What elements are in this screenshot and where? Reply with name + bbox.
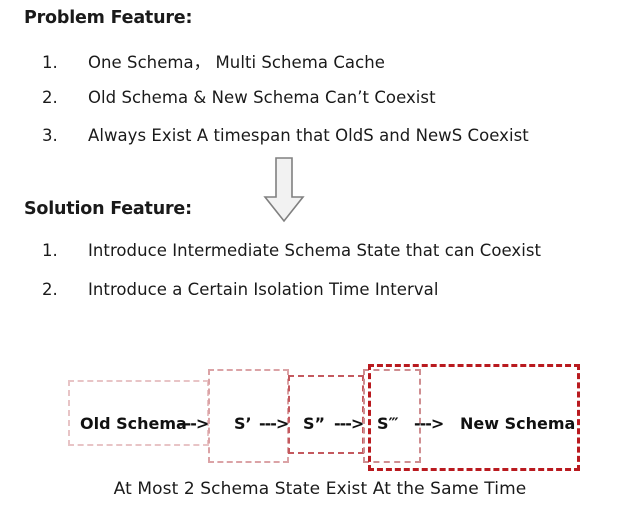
list-item-number: 2.	[42, 88, 58, 107]
s3-label: S‴	[377, 414, 399, 433]
arrow-1: --->	[179, 414, 209, 433]
list-item: 2. Introduce a Certain Isolation Time Int…	[42, 280, 438, 304]
list-item: 3. Always Exist A timespan that OldS and …	[42, 126, 529, 150]
schema-transition-diagram: Old Schema--->S’--->S”--->S‴--->New Sche…	[0, 350, 640, 480]
schema-flow-row: Old Schema--->S’--->S”--->S‴--->New Sche…	[0, 412, 640, 436]
list-item-number: 2.	[42, 280, 58, 299]
s3-box	[363, 369, 421, 463]
old-schema-label: Old Schema	[80, 414, 187, 433]
list-item: 1. One Schema， Multi Schema Cache	[42, 49, 385, 73]
list-item: 2. Old Schema & New Schema Can’t Coexist	[42, 88, 436, 112]
diagram-caption: At Most 2 Schema State Exist At the Same…	[113, 479, 527, 499]
arrow-4: --->	[414, 414, 444, 433]
list-item-number: 1.	[42, 241, 58, 260]
list-item: 1. Introduce Intermediate Schema State th…	[42, 241, 541, 265]
list-item-text: One Schema， Multi Schema Cache	[88, 53, 385, 72]
list-item-text: Old Schema & New Schema Can’t Coexist	[88, 88, 436, 107]
list-item-text: Always Exist A timespan that OldS and Ne…	[88, 126, 529, 145]
list-item-text: Introduce Intermediate Schema State that…	[88, 241, 542, 260]
new-schema-box	[368, 364, 580, 471]
arrow-2: --->	[259, 414, 289, 433]
list-item-number: 1.	[42, 53, 58, 72]
s1-label: S’	[234, 414, 252, 433]
problem-feature-heading: Problem Feature:	[24, 8, 193, 28]
arrow-down-icon	[263, 157, 305, 223]
new-schema-label: New Schema	[460, 414, 576, 433]
solution-feature-heading: Solution Feature:	[24, 199, 192, 219]
arrow-3: --->	[334, 414, 364, 433]
s2-label: S”	[303, 414, 326, 433]
list-item-number: 3.	[42, 126, 58, 145]
list-item-text: Introduce a Certain Isolation Time Inter…	[88, 280, 439, 299]
